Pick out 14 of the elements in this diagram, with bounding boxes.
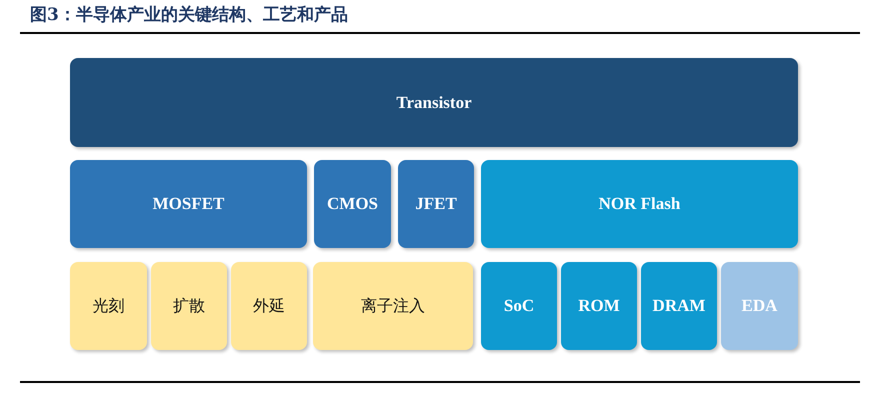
category-box: ROM bbox=[561, 262, 637, 350]
category-box: NOR Flash bbox=[481, 160, 798, 248]
category-box: CMOS bbox=[314, 160, 391, 248]
category-box: EDA bbox=[721, 262, 798, 350]
process-box: 扩散 bbox=[151, 262, 227, 350]
category-box: MOSFET bbox=[70, 160, 307, 248]
title: 图3：半导体产业的关键结构、工艺和产品 bbox=[30, 4, 348, 26]
category-box: Transistor bbox=[70, 58, 798, 147]
category-box: DRAM bbox=[641, 262, 717, 350]
category-box: SoC bbox=[481, 262, 557, 350]
process-box: 离子注入 bbox=[313, 262, 473, 350]
category-box: JFET bbox=[398, 160, 474, 248]
process-box: 光刻 bbox=[70, 262, 147, 350]
process-box: 外延 bbox=[231, 262, 307, 350]
